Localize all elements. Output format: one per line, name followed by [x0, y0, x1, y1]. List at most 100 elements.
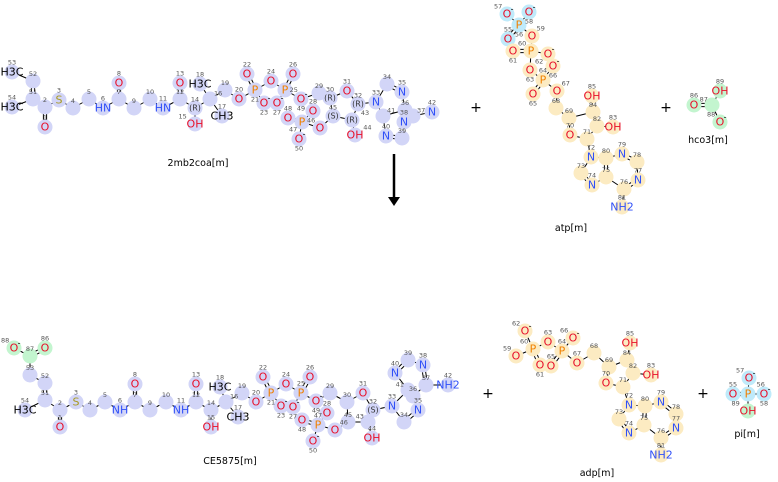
atom-symbol: O	[289, 68, 298, 81]
atom-highlight	[554, 343, 570, 359]
atom-highlight	[375, 108, 391, 124]
atom-highlight	[598, 169, 614, 185]
atom-charge: -	[297, 398, 300, 407]
atom-number: 20	[235, 86, 243, 94]
atom-highlight	[285, 399, 301, 415]
atom-number: 55	[504, 26, 512, 34]
atom-symbol: N	[587, 151, 595, 164]
molecule-name-atp[interactable]: atp[m]	[555, 223, 587, 234]
atom-number: 8	[117, 70, 121, 78]
atom-number: 28	[309, 98, 317, 106]
atom-highlight	[142, 91, 158, 107]
atom-highlight	[340, 414, 356, 430]
atom-number: 76	[620, 178, 628, 186]
atom-highlight	[584, 88, 600, 104]
atom-highlight	[589, 118, 605, 134]
atom-highlight	[52, 419, 68, 435]
atom-number: 19	[238, 382, 246, 390]
atom-symbol: O	[260, 97, 269, 110]
atom-highlight	[499, 6, 515, 22]
atom-symbol: O	[504, 33, 513, 46]
atom-number: 10	[146, 88, 154, 96]
atom-symbol: O	[573, 357, 582, 370]
atom-number: 33	[388, 393, 396, 401]
atom-number: 64	[539, 67, 547, 75]
atom-highlight	[598, 375, 614, 391]
atom-highlight	[668, 420, 684, 436]
atom-symbol: (S)	[367, 406, 378, 415]
atom-highlight	[203, 419, 219, 435]
atom-number: 11	[159, 95, 167, 103]
atom-highlight	[158, 394, 174, 410]
atom-number: 49	[297, 105, 305, 113]
atom-symbol: P	[745, 388, 752, 401]
atom-number: 42	[444, 372, 452, 380]
atom-number: 48	[284, 105, 292, 113]
atom-symbol: O	[544, 336, 553, 349]
atom-symbol: N	[419, 359, 427, 372]
atom-symbol: NH	[173, 404, 190, 417]
atom-number: 75	[640, 414, 648, 422]
atom-charge: -	[18, 339, 21, 348]
atom-highlight	[522, 62, 538, 78]
atom-highlight	[355, 385, 371, 401]
atom-highlight	[22, 348, 38, 364]
atom-number: 36	[401, 99, 409, 107]
atom-number: 47	[314, 412, 322, 420]
atom-number: 85	[626, 330, 634, 338]
atom-symbol: O	[41, 342, 50, 355]
atom-highlight	[619, 352, 635, 368]
atom-number: 27	[289, 413, 297, 421]
atom-highlight	[192, 76, 208, 92]
molecule-name-adp[interactable]: adp[m]	[580, 468, 615, 479]
atom-number: 57	[494, 2, 502, 10]
atom-highlight	[643, 367, 659, 383]
atom-number: 44	[368, 425, 376, 433]
atom-number: 38	[419, 352, 427, 360]
atom-number: 18	[216, 374, 224, 382]
atom-number: 15	[207, 414, 215, 422]
atom-number: 82	[593, 115, 601, 123]
atom-highlight	[387, 365, 403, 381]
atom-highlight	[573, 165, 589, 181]
atom-highlight	[68, 394, 84, 410]
molecule-name-hco3[interactable]: hco3[m]	[688, 135, 728, 146]
atom-highlight	[579, 131, 595, 147]
atom-highlight	[312, 120, 328, 136]
atom-highlight	[418, 377, 434, 393]
atom-highlight	[212, 379, 228, 395]
atom-number: 2	[58, 399, 62, 407]
atom-number: 62	[512, 319, 520, 327]
atom-number: 39	[398, 127, 406, 135]
atom-symbol: N	[414, 404, 422, 417]
atom-symbol: O	[512, 350, 521, 363]
atom-symbol: O	[10, 342, 19, 355]
atom-symbol: N	[618, 148, 626, 161]
plus-sign: +	[482, 386, 494, 402]
atom-number: 14	[191, 96, 199, 104]
atom-highlight	[173, 402, 189, 418]
molecule-name-pi[interactable]: pi[m]	[734, 429, 759, 440]
atom-number: 12	[192, 391, 200, 399]
atom-symbol: O	[284, 112, 293, 125]
molecule-name-2mb2coa[interactable]: 2mb2coa[m]	[168, 158, 229, 169]
atom-highlight	[22, 367, 38, 383]
atom-symbol: O	[331, 424, 340, 437]
atom-highlight	[500, 31, 516, 47]
atom-number: 57	[736, 366, 744, 374]
atom-number: 71	[583, 128, 591, 136]
atom-symbol: O	[569, 332, 578, 345]
atom-highlight	[400, 352, 416, 368]
molecule-name-CE5875[interactable]: CE5875[m]	[203, 456, 256, 467]
atom-number: 80	[602, 147, 610, 155]
atom-number: 61	[509, 57, 517, 65]
atom-highlight	[339, 394, 355, 410]
atom-symbol: O	[690, 99, 699, 112]
